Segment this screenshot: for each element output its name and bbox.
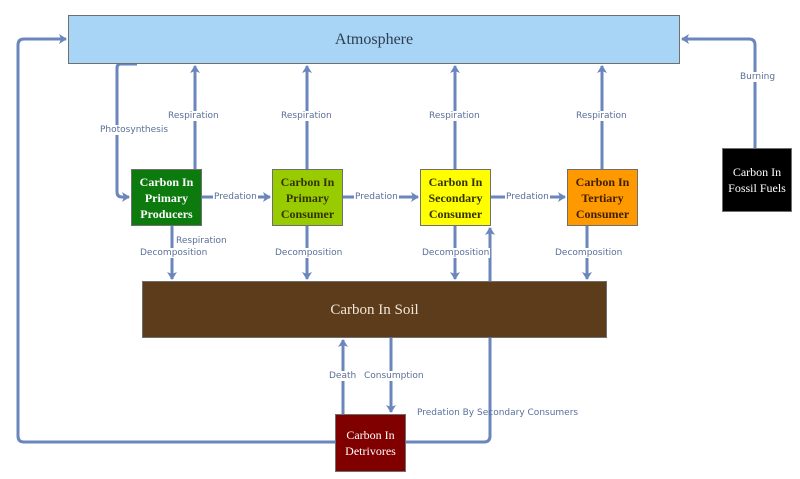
label-predation-2: Predation [354, 192, 399, 202]
node-primary-producers[interactable]: Carbon In Primary Producers [131, 169, 202, 226]
label-decomposition-secondary-consumer: Decomposition [421, 248, 491, 258]
label-decomposition-producers: Decomposition [139, 248, 209, 258]
label-predation-by-secondary: Predation By Secondary Consumers [417, 408, 579, 418]
label-burning: Burning [739, 72, 777, 82]
node-secondary-consumer[interactable]: Carbon In Secondary Consumer [420, 169, 491, 226]
label-respiration-producers: Respiration [167, 111, 220, 121]
edge-detrivores-to-atmosphere [16, 34, 335, 444]
edge-predation-by-secondary [406, 227, 495, 444]
node-primary-producers-label: Carbon In Primary Producers [139, 174, 194, 221]
label-death: Death [328, 371, 358, 381]
label-decomposition-tertiary-consumer: Decomposition [554, 248, 624, 258]
label-respiration-producers-lower: Respiration [176, 236, 227, 246]
node-secondary-consumer-label: Carbon In Secondary Consumer [428, 174, 483, 221]
label-predation-3: Predation [505, 192, 550, 202]
node-primary-consumer[interactable]: Carbon In Primary Consumer [272, 169, 343, 226]
label-respiration-primary-consumer: Respiration [280, 111, 333, 121]
label-respiration-tertiary-consumer: Respiration [575, 111, 628, 121]
node-detrivores-label: Carbon In Detrivores [345, 428, 396, 458]
node-primary-consumer-label: Carbon In Primary Consumer [280, 174, 335, 221]
node-fossil-fuels[interactable]: Carbon In Fossil Fuels [722, 148, 792, 212]
node-soil-label: Carbon In Soil [330, 301, 419, 318]
node-atmosphere[interactable]: Atmosphere [68, 15, 680, 64]
label-respiration-secondary-consumer: Respiration [428, 111, 481, 121]
node-tertiary-consumer-label: Carbon In Tertiary Consumer [575, 174, 630, 221]
node-atmosphere-label: Atmosphere [334, 30, 414, 48]
label-decomposition-primary-consumer: Decomposition [274, 248, 344, 258]
node-fossil-fuels-label: Carbon In Fossil Fuels [728, 165, 786, 195]
label-photosynthesis: Photosynthesis [99, 125, 170, 135]
node-detrivores[interactable]: Carbon In Detrivores [335, 414, 406, 472]
node-tertiary-consumer[interactable]: Carbon In Tertiary Consumer [567, 169, 638, 226]
edge-burning [681, 34, 757, 148]
label-predation-1: Predation [213, 192, 258, 202]
label-consumption: Consumption [363, 371, 425, 381]
node-soil[interactable]: Carbon In Soil [142, 281, 607, 338]
